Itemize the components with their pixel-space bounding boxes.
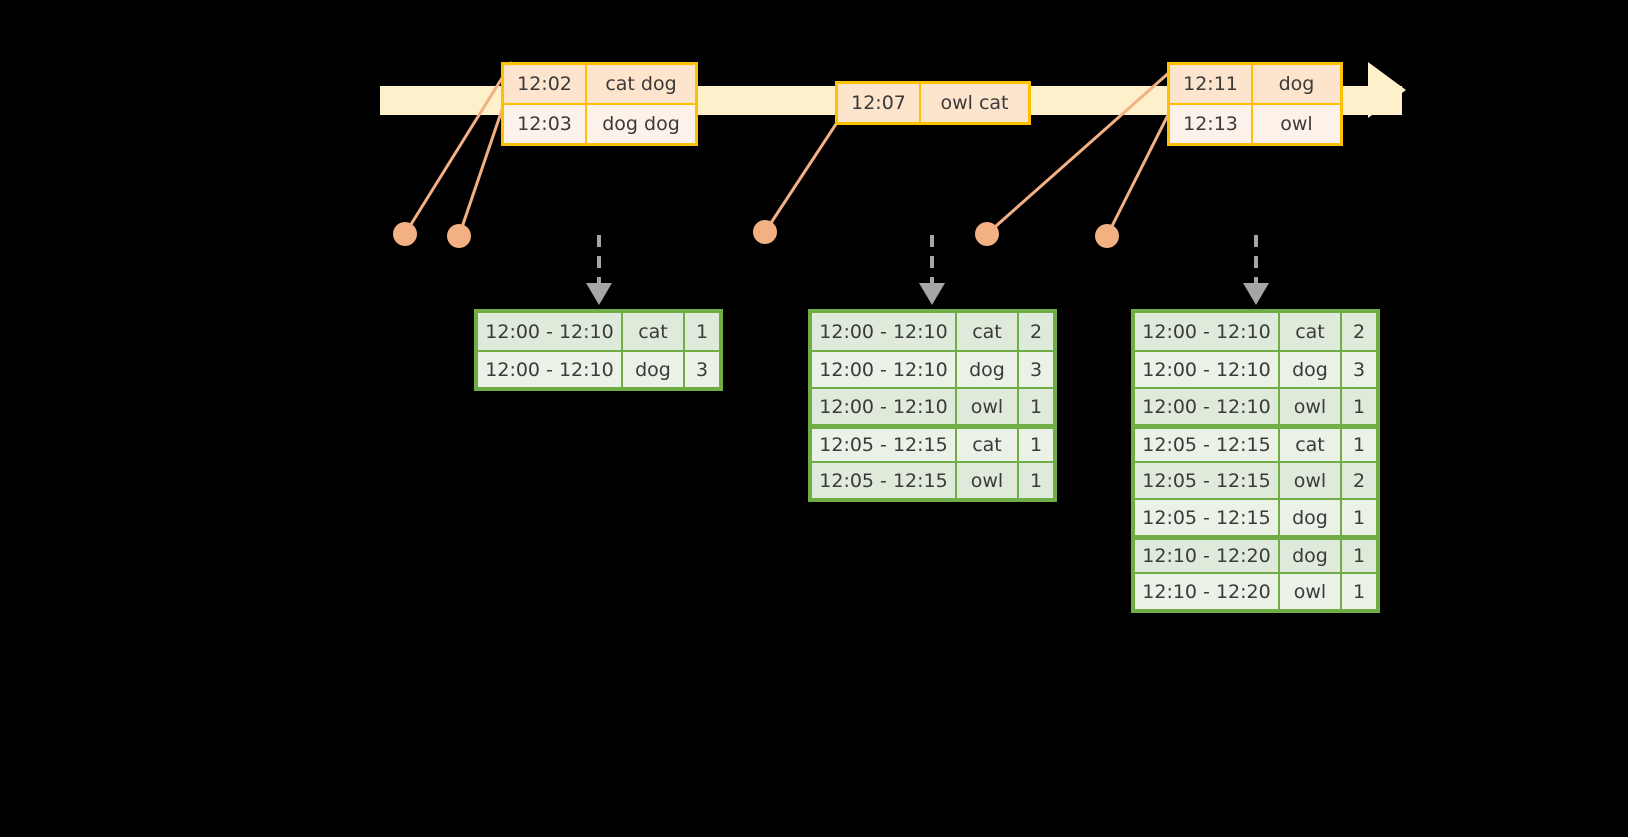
cell-key: owl bbox=[1280, 389, 1342, 424]
cell-count: 1 bbox=[1352, 545, 1366, 567]
event-dot-2 bbox=[447, 224, 471, 248]
cell-window: 12:00 - 12:10 bbox=[812, 389, 957, 424]
cell-count: 1 bbox=[1029, 395, 1043, 418]
event-box-2[interactable]: 12:07 owl cat bbox=[835, 81, 1031, 125]
cell-window: 12:10 - 12:20 bbox=[1135, 574, 1280, 609]
event-row: 12:11 dog bbox=[1170, 65, 1340, 103]
event-words: owl cat bbox=[940, 92, 1009, 114]
cell-window: 12:05 - 12:15 bbox=[812, 429, 957, 461]
cell-key: cat bbox=[957, 313, 1019, 350]
cell-window: 12:00 - 12:10 bbox=[1135, 389, 1280, 424]
cell-key: owl bbox=[1280, 574, 1342, 609]
down-arrow-2-head bbox=[919, 283, 945, 305]
cell-window: 12:05 - 12:15 bbox=[1135, 500, 1280, 535]
cell-count: 1 bbox=[1352, 395, 1366, 418]
event-time: 12:13 bbox=[1170, 105, 1253, 143]
cell-key: owl bbox=[957, 463, 1019, 498]
event-time: 12:11 bbox=[1170, 65, 1253, 103]
dashed-arrows bbox=[586, 235, 1269, 305]
timeline-arrow-head bbox=[1368, 62, 1406, 118]
event-box-1[interactable]: 12:02 cat dog 12:03 dog dog bbox=[501, 62, 698, 146]
cell-count: 1 bbox=[1352, 434, 1366, 456]
cell-key: dog bbox=[957, 352, 1019, 387]
cell-key: dog bbox=[1280, 500, 1342, 535]
cell-key: cat bbox=[1280, 313, 1342, 350]
cell-count: 2 bbox=[1029, 320, 1043, 343]
cell-key: cat bbox=[623, 313, 685, 350]
cell-window: 12:00 - 12:10 bbox=[812, 313, 957, 350]
event-box-3[interactable]: 12:11 dog 12:13 owl bbox=[1167, 62, 1343, 146]
cell-window: 12:00 - 12:10 bbox=[478, 313, 623, 350]
cell-window: 12:00 - 12:10 bbox=[1135, 352, 1280, 387]
event-time: 12:07 bbox=[838, 84, 921, 122]
cell-window: 12:00 - 12:10 bbox=[812, 352, 957, 387]
connector-2 bbox=[457, 100, 507, 237]
down-arrow-3-head bbox=[1243, 283, 1269, 305]
cell-count: 3 bbox=[1352, 358, 1366, 381]
event-words: dog dog bbox=[602, 113, 680, 135]
cell-key: owl bbox=[957, 389, 1019, 424]
cell-key: dog bbox=[1280, 540, 1342, 572]
cell-key: dog bbox=[623, 352, 685, 387]
cell-window: 12:10 - 12:20 bbox=[1135, 540, 1280, 572]
event-dot-3 bbox=[753, 220, 777, 244]
cell-key: cat bbox=[957, 429, 1019, 461]
cell-count: 3 bbox=[695, 358, 709, 381]
event-dot-4 bbox=[975, 222, 999, 246]
event-row: 12:13 owl bbox=[1170, 103, 1340, 143]
connector-5 bbox=[1105, 110, 1172, 237]
cell-window: 12:05 - 12:15 bbox=[812, 463, 957, 498]
event-dot-5 bbox=[1095, 224, 1119, 248]
down-arrow-1-head bbox=[586, 283, 612, 305]
event-time: 12:03 bbox=[504, 105, 587, 143]
cell-window: 12:05 - 12:15 bbox=[1135, 463, 1280, 498]
cell-count: 1 bbox=[1352, 506, 1366, 529]
event-dot-1 bbox=[393, 222, 417, 246]
cell-count: 1 bbox=[695, 320, 709, 343]
event-words: owl bbox=[1280, 113, 1313, 135]
event-row: 12:02 cat dog bbox=[504, 65, 695, 103]
cell-count: 1 bbox=[1029, 469, 1043, 492]
event-row: 12:07 owl cat bbox=[838, 84, 1028, 122]
cell-key: cat bbox=[1280, 429, 1342, 461]
connector-3 bbox=[763, 117, 842, 233]
cell-window: 12:05 - 12:15 bbox=[1135, 429, 1280, 461]
cell-count: 2 bbox=[1352, 320, 1366, 343]
event-words: cat dog bbox=[605, 73, 677, 95]
cell-key: owl bbox=[1280, 463, 1342, 498]
event-time: 12:02 bbox=[504, 65, 587, 103]
event-row: 12:03 dog dog bbox=[504, 103, 695, 143]
cell-key: dog bbox=[1280, 352, 1342, 387]
cell-count: 1 bbox=[1029, 434, 1043, 456]
cell-count: 1 bbox=[1352, 580, 1366, 603]
cell-window: 12:00 - 12:10 bbox=[478, 352, 623, 387]
cell-window: 12:00 - 12:10 bbox=[1135, 313, 1280, 350]
event-words: dog bbox=[1278, 73, 1315, 95]
cell-count: 3 bbox=[1029, 358, 1043, 381]
cell-count: 2 bbox=[1352, 469, 1366, 492]
